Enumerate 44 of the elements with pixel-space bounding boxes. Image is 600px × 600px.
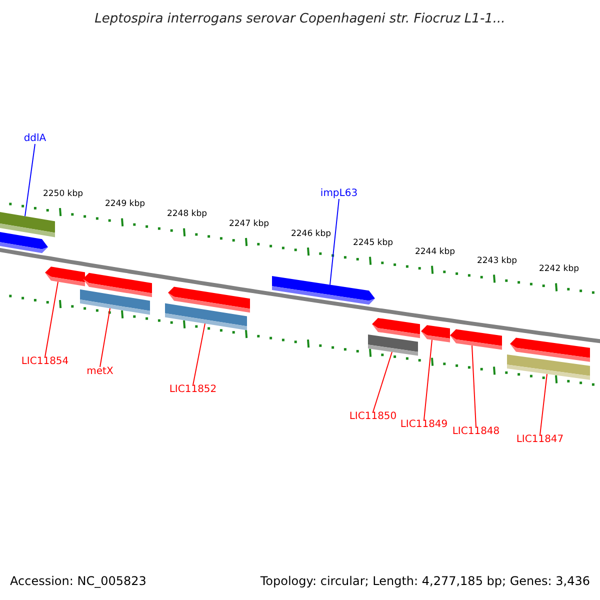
gene-label: LIC11848 — [452, 427, 500, 437]
gene-label: LIC11854 — [21, 357, 69, 367]
title: Leptospira interrogans serovar Copenhageni str. Fiocruz L1-1... — [94, 12, 506, 26]
leader-line — [424, 339, 432, 420]
leader-line — [372, 352, 392, 412]
scale-label: 2245 kbp — [352, 238, 394, 248]
feature-bar — [0, 210, 55, 238]
leader-line — [472, 345, 476, 428]
feature-bar — [165, 303, 247, 330]
gene-label: LIC11852 — [169, 385, 217, 395]
gene-feature — [372, 318, 420, 338]
scale-label: 2250 kbp — [42, 190, 84, 198]
leader-line — [100, 308, 110, 368]
leader-line — [330, 198, 340, 286]
scale-label: 2248 kbp — [166, 210, 208, 218]
scale-label: 2242 kbp — [538, 264, 580, 274]
gene-feature — [421, 325, 450, 342]
feature-bar — [80, 289, 150, 315]
scale-label: 2247 kbp — [228, 220, 270, 228]
gene-label: ddlA — [24, 134, 46, 144]
feature-bar — [507, 354, 590, 380]
gene-feature — [168, 286, 250, 313]
genome-summary-text: Topology: circular; Length: 4,277,185 bp; Genes: 3,436 — [260, 575, 590, 587]
gene-label: LIC11849 — [400, 420, 448, 430]
gene-label: impL63 — [320, 189, 358, 199]
gene-feature — [45, 266, 85, 286]
accession-text: Accession: NC_005823 — [10, 575, 146, 587]
scale-label: 2243 kbp — [476, 256, 518, 265]
leader-line — [540, 374, 548, 436]
gene-feature — [272, 276, 375, 305]
gene-label: metX — [86, 367, 114, 377]
scale-label: 2244 kbp — [414, 248, 456, 256]
scale-label: 2249 kbp — [104, 200, 146, 209]
gene-feature — [510, 338, 590, 362]
gene-feature — [0, 230, 48, 254]
scale-label: 2246 kbp — [290, 229, 332, 238]
gene-feature — [450, 329, 502, 350]
gene-label: LIC11850 — [349, 412, 397, 422]
leader-line — [24, 144, 36, 217]
leader-line — [192, 323, 206, 386]
gene-feature — [83, 272, 152, 298]
feature-bar — [368, 334, 418, 356]
gene-label: LIC11847 — [516, 435, 564, 445]
leader-line — [44, 281, 58, 358]
